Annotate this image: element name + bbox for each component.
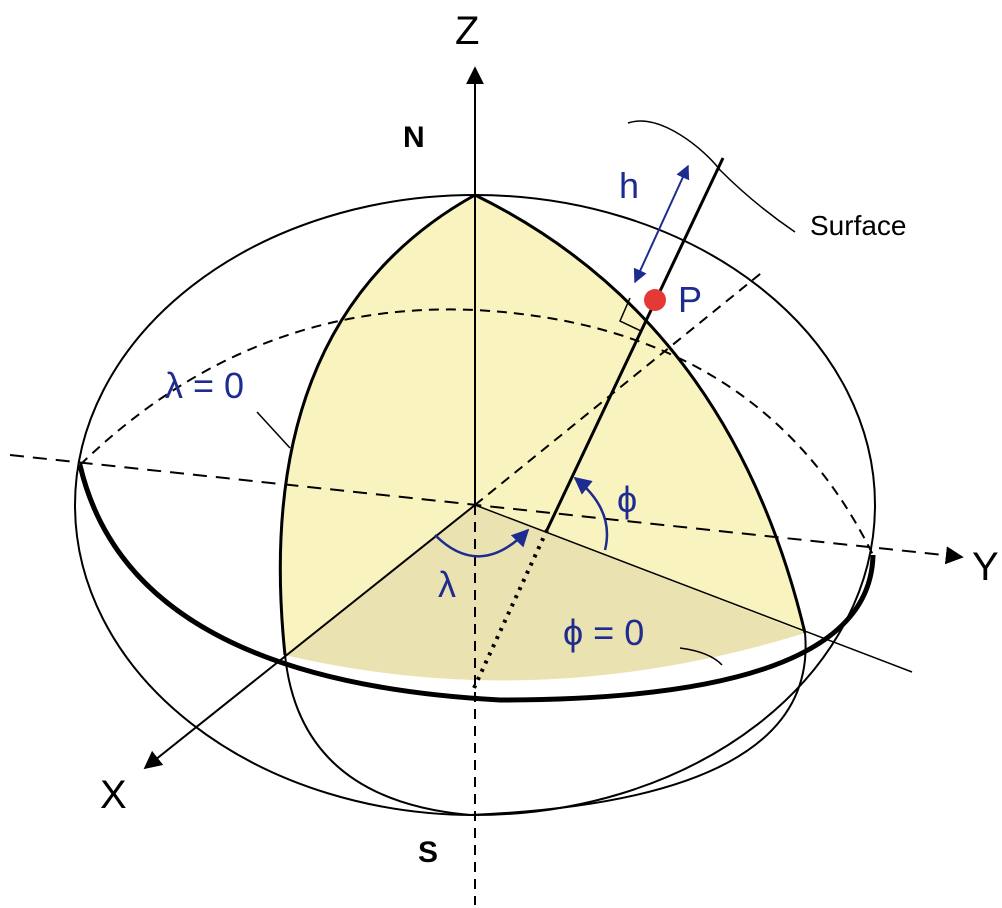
surface-label: Surface (810, 210, 907, 241)
lambda-zero-leader (256, 411, 291, 449)
point-p-marker (644, 289, 666, 311)
phi-arc (573, 476, 609, 551)
normal-line-extension (474, 269, 766, 506)
meridian-lower-right (469, 632, 807, 816)
north-pole-label: N (403, 121, 425, 154)
phi-label: ϕ (617, 479, 637, 520)
height-label: h (619, 165, 639, 206)
normal-line-below (472, 529, 549, 689)
phi-zero-leader (679, 647, 723, 666)
right-angle-marker (619, 297, 642, 332)
normal-line (545, 157, 725, 531)
south-pole-label: S (418, 836, 438, 869)
axis-z-label: Z (455, 9, 479, 53)
meridian-lower-left (284, 654, 471, 816)
lambda-arc (434, 528, 530, 558)
height-arrow (633, 164, 690, 284)
meridian-right (474, 193, 807, 634)
phi-zero-label: ϕ = 0 (563, 612, 644, 653)
meridian-lambda-zero (278, 193, 476, 656)
x-axis (143, 504, 476, 770)
lambda-label: λ (438, 564, 456, 605)
axis-y-label: Y (972, 545, 999, 589)
surface-line (627, 120, 796, 233)
equatorial-wedge (285, 505, 805, 681)
axis-x-label: X (100, 773, 127, 817)
lambda-zero-label: λ = 0 (165, 365, 244, 406)
equator-front (77, 464, 876, 703)
point-label: P (678, 279, 702, 320)
